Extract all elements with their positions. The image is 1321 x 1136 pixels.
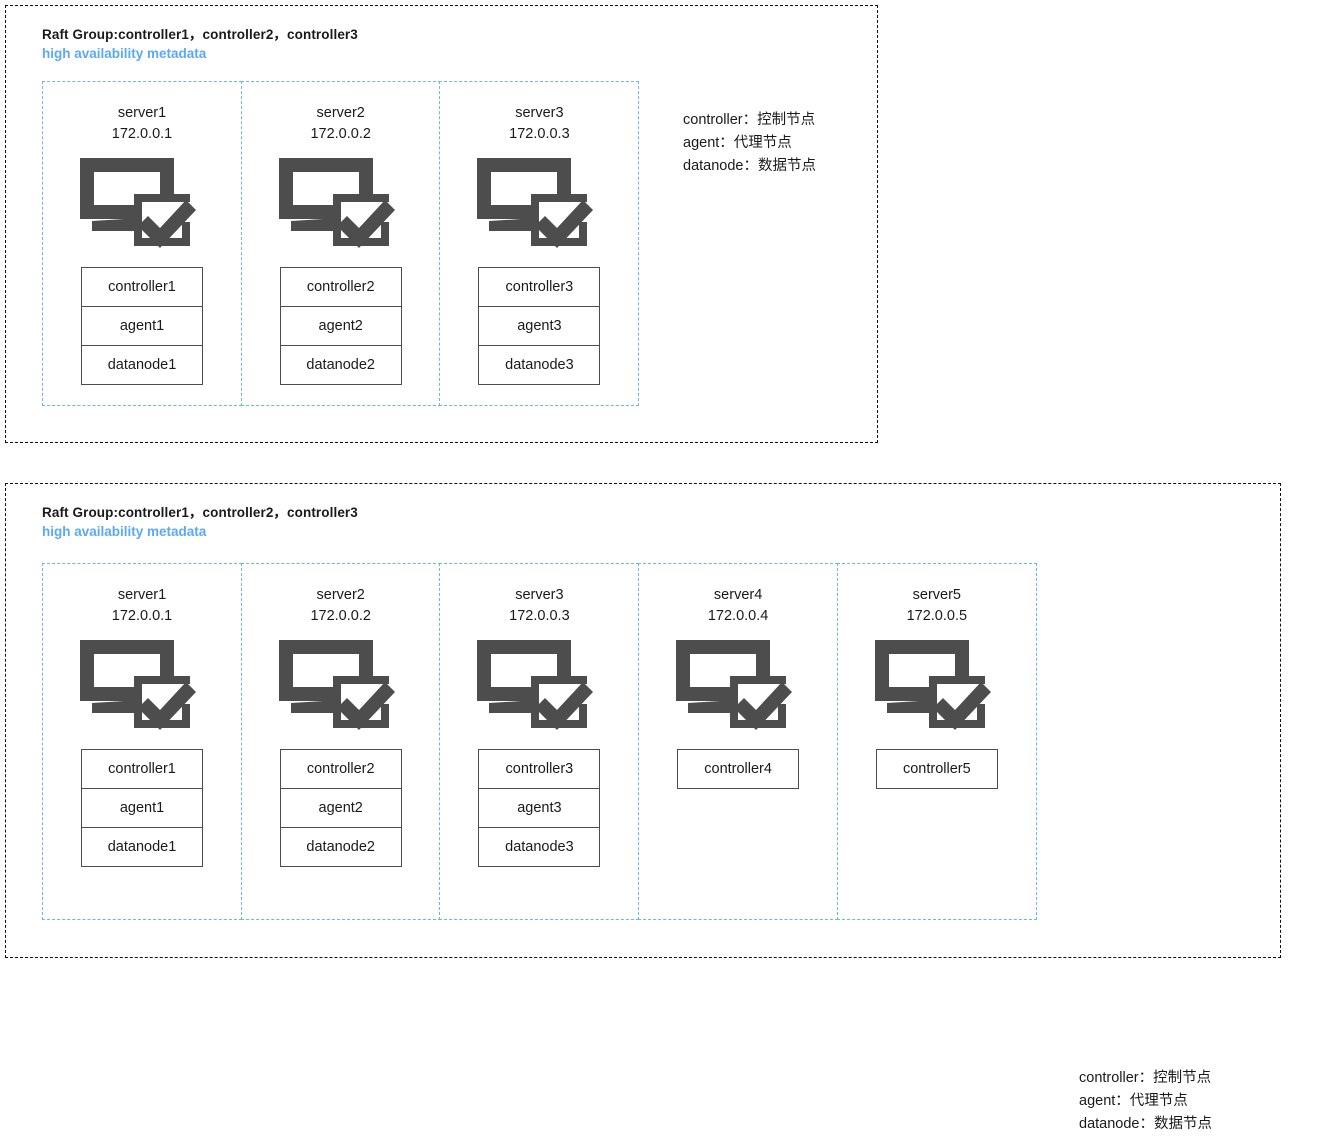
service-box-datanode2[interactable]: datanode2	[279, 826, 402, 867]
service-box-agent3[interactable]: agent3	[478, 787, 601, 828]
raft-group-panel: Raft Group:controller1，controller2，contr…	[5, 5, 878, 443]
server-ip-address: 172.0.0.3	[509, 608, 570, 624]
panel-heading: Raft Group:controller1，controller2，contr…	[42, 25, 358, 63]
server-ip-address: 172.0.0.1	[111, 608, 173, 624]
service-box-datanode2[interactable]: datanode2	[279, 344, 402, 385]
service-box-agent2[interactable]: agent2	[279, 305, 402, 346]
service-stack: controller5	[875, 749, 998, 789]
service-box-controller3[interactable]: controller3	[478, 749, 601, 789]
service-box-controller3[interactable]: controller3	[478, 267, 601, 307]
service-box-controller1[interactable]: controller1	[81, 267, 203, 307]
service-box-datanode3[interactable]: datanode3	[478, 826, 601, 867]
legend: controller：控制节点 agent：代理节点 datanode：数据节点	[1079, 1067, 1212, 1136]
server-ip-address: 172.0.0.5	[906, 608, 968, 624]
service-stack: controller4	[677, 749, 800, 789]
raft-group-title: Raft Group:controller1，controller2，contr…	[42, 27, 358, 42]
service-box-datanode3[interactable]: datanode3	[478, 344, 601, 385]
server-name: server1	[117, 587, 167, 603]
server-name: server5	[912, 587, 961, 603]
ha-metadata-subtitle: high availability metadata	[42, 46, 207, 61]
server-check-icon	[80, 640, 196, 730]
server-check-icon	[676, 640, 793, 730]
service-box-controller4[interactable]: controller4	[677, 749, 800, 789]
server-name: server4	[713, 587, 763, 603]
server-name: server3	[515, 105, 564, 121]
legend-line: controller：控制节点	[683, 112, 816, 128]
service-box-datanode1[interactable]: datanode1	[81, 826, 203, 867]
server-name: server1	[117, 105, 167, 121]
server-ip-address: 172.0.0.3	[509, 126, 570, 142]
legend-line: agent：代理节点	[1079, 1093, 1188, 1109]
service-box-datanode1[interactable]: datanode1	[81, 344, 203, 385]
server-check-icon	[278, 158, 395, 248]
server-column-server4[interactable]: server4 172.0.0.4 controller4	[638, 563, 839, 920]
server-ip-address: 172.0.0.2	[310, 608, 371, 624]
service-box-controller2[interactable]: controller2	[279, 267, 402, 307]
server-check-icon	[874, 640, 991, 730]
legend-line: agent：代理节点	[683, 135, 792, 151]
raft-group-title: Raft Group:controller1，controller2，contr…	[42, 505, 358, 520]
server-ip-address: 172.0.0.1	[111, 126, 173, 142]
service-box-agent2[interactable]: agent2	[279, 787, 402, 828]
server-ip-address: 172.0.0.2	[310, 126, 371, 142]
server-check-icon	[477, 158, 594, 248]
server-name: server2	[316, 105, 365, 121]
server-check-icon	[80, 158, 196, 248]
server-check-icon	[278, 640, 395, 730]
legend-line: controller：控制节点	[1079, 1070, 1212, 1086]
panel-heading: Raft Group:controller1，controller2，contr…	[42, 503, 358, 541]
server-name: server3	[515, 587, 564, 603]
service-box-agent3[interactable]: agent3	[478, 305, 601, 346]
service-box-controller1[interactable]: controller1	[81, 749, 203, 789]
server-column-server5[interactable]: server5 172.0.0.5 controller5	[836, 563, 1037, 920]
legend: controller：控制节点 agent：代理节点 datanode：数据节点	[683, 109, 816, 178]
server-check-icon	[477, 640, 594, 730]
service-box-controller5[interactable]: controller5	[875, 749, 998, 789]
service-box-agent1[interactable]: agent1	[81, 787, 203, 828]
legend-line: datanode：数据节点	[1079, 1116, 1212, 1132]
server-ip-address: 172.0.0.4	[707, 608, 769, 624]
service-box-controller2[interactable]: controller2	[279, 749, 402, 789]
legend-line: datanode：数据节点	[683, 158, 816, 174]
raft-group-panel: Raft Group:controller1，controller2，contr…	[5, 483, 1281, 1132]
server-name: server2	[316, 587, 365, 603]
service-box-agent1[interactable]: agent1	[81, 305, 203, 346]
ha-metadata-subtitle: high availability metadata	[42, 524, 207, 539]
